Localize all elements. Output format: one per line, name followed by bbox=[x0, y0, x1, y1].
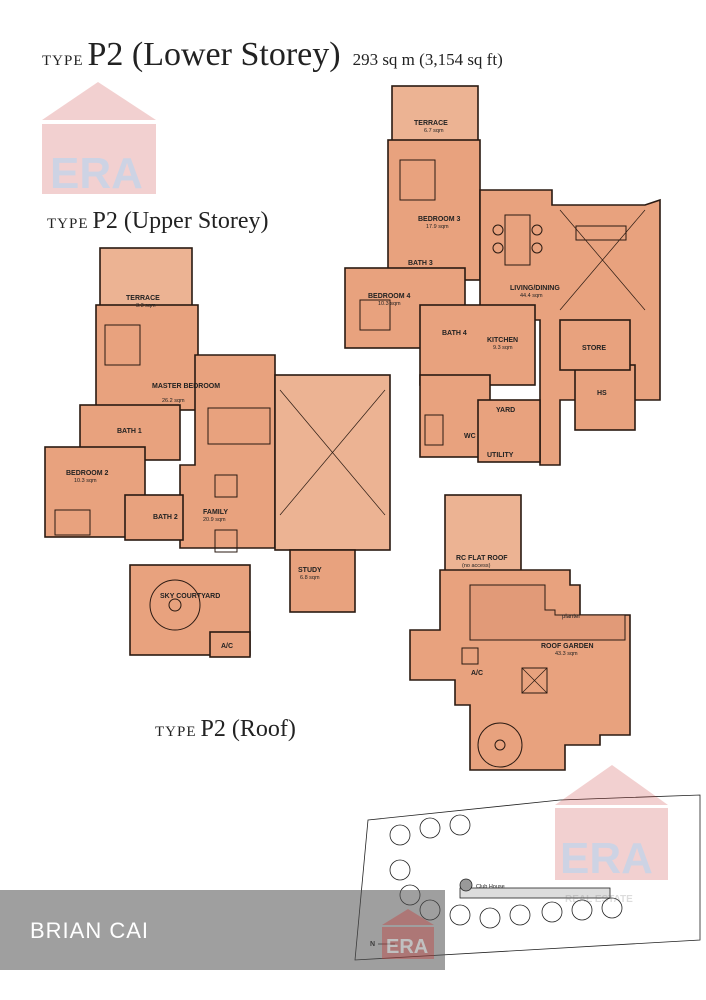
upper-storey-plan bbox=[44, 247, 391, 658]
agent-footer bbox=[0, 890, 445, 970]
room-label: BATH 4 bbox=[442, 330, 467, 337]
room-area: 26.2 sqm bbox=[162, 398, 185, 404]
room-label: HS bbox=[597, 390, 607, 397]
title-type-prefix: TYPE bbox=[42, 53, 84, 69]
room-area: 6.8 sqm bbox=[300, 575, 320, 581]
room-label: RC FLAT ROOF bbox=[456, 555, 508, 562]
room-label: YARD bbox=[496, 407, 515, 414]
era-wm-text: ERA bbox=[560, 834, 653, 883]
room-area: 9.3 sqm bbox=[493, 345, 513, 351]
room-label: STORE bbox=[582, 345, 606, 352]
lower-storey-labels: TERRACE 6.7 sqm BEDROOM 3 17.9 sqm BATH … bbox=[368, 120, 607, 459]
room-label: planter bbox=[562, 614, 580, 620]
era-watermark-bottom: ERA REAL ESTATE bbox=[555, 765, 668, 905]
room-area: 20.9 sqm bbox=[203, 517, 226, 523]
room-label: BEDROOM 3 bbox=[418, 216, 461, 223]
era-wm-text: ERA bbox=[386, 936, 428, 958]
era-wm-sub: REAL ESTATE bbox=[565, 894, 633, 905]
lower-storey-plan bbox=[344, 85, 661, 466]
room-label: A/C bbox=[471, 670, 483, 677]
room-area: 3.3 sqm bbox=[136, 303, 156, 309]
title-plan-name: P2 (Upper Storey) bbox=[92, 208, 269, 234]
room-area: (no access) bbox=[462, 563, 491, 569]
room-label: BEDROOM 2 bbox=[66, 470, 109, 477]
title-plan-name: P2 (Lower Storey) bbox=[87, 36, 341, 73]
title-type-prefix: TYPE bbox=[47, 216, 89, 232]
room-label: BATH 1 bbox=[117, 428, 142, 435]
title-area: 293 sq m (3,154 sq ft) bbox=[352, 50, 503, 69]
agent-name: BRIAN CAI bbox=[30, 918, 150, 943]
title-type-prefix: TYPE bbox=[155, 724, 197, 740]
title-plan-name: P2 (Roof) bbox=[200, 716, 296, 742]
room-label: STUDY bbox=[298, 567, 322, 574]
upper-storey-title: TYPE P2 (Upper Storey) bbox=[47, 208, 268, 235]
era-wm-text: ERA bbox=[50, 149, 143, 198]
room-area: 10.3 sqm bbox=[378, 301, 401, 307]
upper-storey-labels: TERRACE 3.3 sqm MASTER BEDROOM 26.2 sqm … bbox=[66, 295, 322, 650]
room-area: 10.3 sqm bbox=[74, 478, 97, 484]
era-footer-logo: ERA bbox=[378, 905, 438, 965]
room-area: 17.9 sqm bbox=[426, 224, 449, 230]
room-label: KITCHEN bbox=[487, 337, 518, 344]
roof-labels: RC FLAT ROOF (no access) planter ROOF GA… bbox=[456, 555, 594, 677]
room-label: BEDROOM 4 bbox=[368, 293, 411, 300]
room-label: TERRACE bbox=[126, 295, 160, 302]
room-label: ROOF GARDEN bbox=[541, 643, 594, 650]
room-area: 44.4 sqm bbox=[520, 293, 543, 299]
room-label: BATH 3 bbox=[408, 260, 433, 267]
room-label: A/C bbox=[221, 643, 233, 650]
lower-storey-title: TYPE P2 (Lower Storey) 293 sq m (3,154 s… bbox=[42, 36, 503, 74]
room-label: FAMILY bbox=[203, 509, 228, 516]
room-area: 43.3 sqm bbox=[555, 651, 578, 657]
room-label: WC bbox=[464, 433, 476, 440]
era-watermark-top: ERA bbox=[42, 82, 156, 198]
site-club-label: Club House bbox=[476, 884, 505, 890]
site-blocks bbox=[389, 814, 623, 929]
room-label: MASTER BEDROOM bbox=[152, 383, 220, 390]
room-area: 6.7 sqm bbox=[424, 128, 444, 134]
room-label: BATH 2 bbox=[153, 514, 178, 521]
roof-title: TYPE P2 (Roof) bbox=[155, 716, 296, 743]
room-label: SKY COURTYARD bbox=[160, 593, 220, 600]
roof-plan bbox=[409, 494, 631, 771]
room-label: LIVING/DINING bbox=[510, 285, 560, 292]
era-logo-icon: ERA bbox=[382, 909, 434, 959]
room-label: TERRACE bbox=[414, 120, 448, 127]
room-label: UTILITY bbox=[487, 452, 514, 459]
